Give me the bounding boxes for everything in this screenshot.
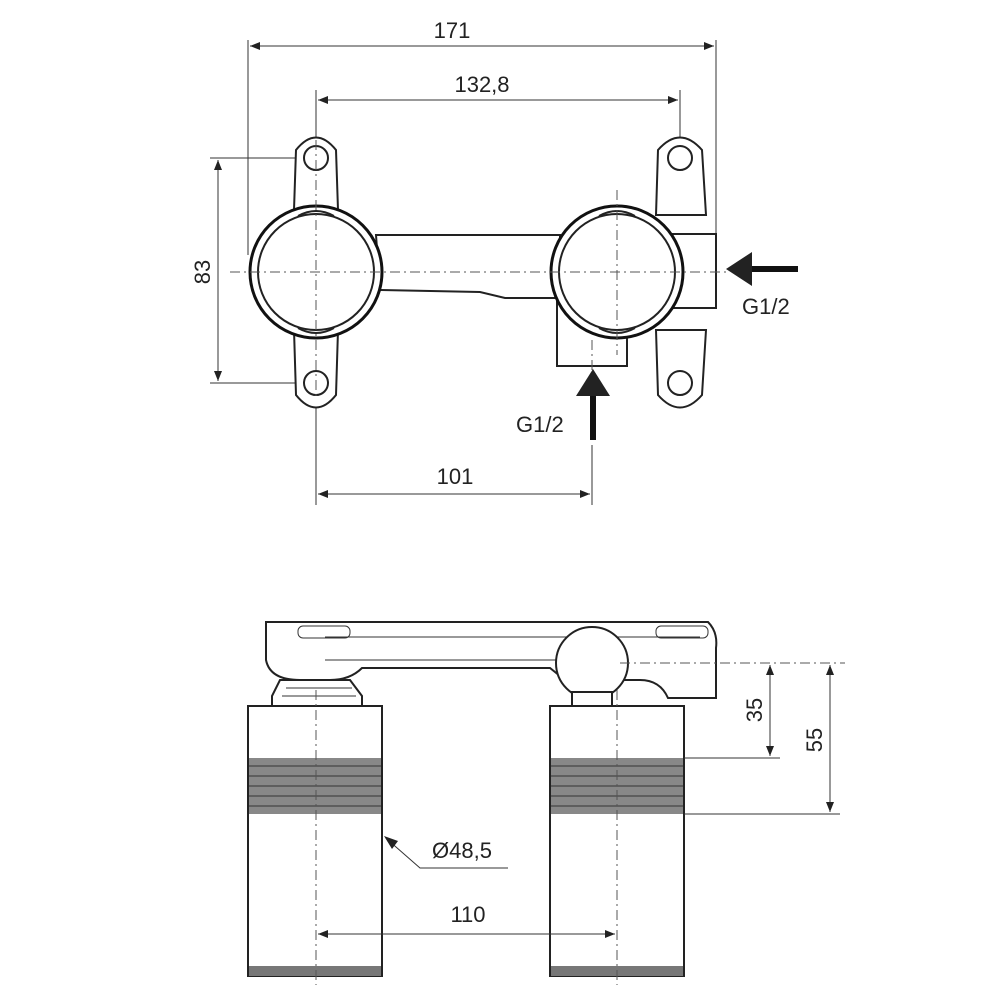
top-view: 171 132,8 83 101 [190,18,798,505]
connecting-bar [374,234,561,299]
right-mounting-flange [654,136,708,409]
dim-depth-min: 35 [742,698,767,722]
side-inlet-thread-label: G1/2 [742,294,790,319]
dim-inlet-offset: 101 [437,464,474,489]
front-view: 35 55 Ø48,5 110 [247,621,845,985]
dim-body-diameter: Ø48,5 [432,838,492,863]
dim-body-spacing: 110 [450,902,485,927]
bottom-inlet-thread-label: G1/2 [516,412,564,437]
left-valve-body [247,705,383,977]
side-inlet-arrow [726,252,798,286]
dim-depth-max: 55 [802,728,827,752]
bottom-inlet-arrow [576,369,610,440]
dim-hole-spacing: 132,8 [454,72,509,97]
dim-height: 83 [190,260,215,284]
right-ball-joint [555,626,629,700]
left-mounting-flange [292,136,340,409]
left-neck [271,679,363,709]
dim-overall-width: 171 [434,18,471,43]
